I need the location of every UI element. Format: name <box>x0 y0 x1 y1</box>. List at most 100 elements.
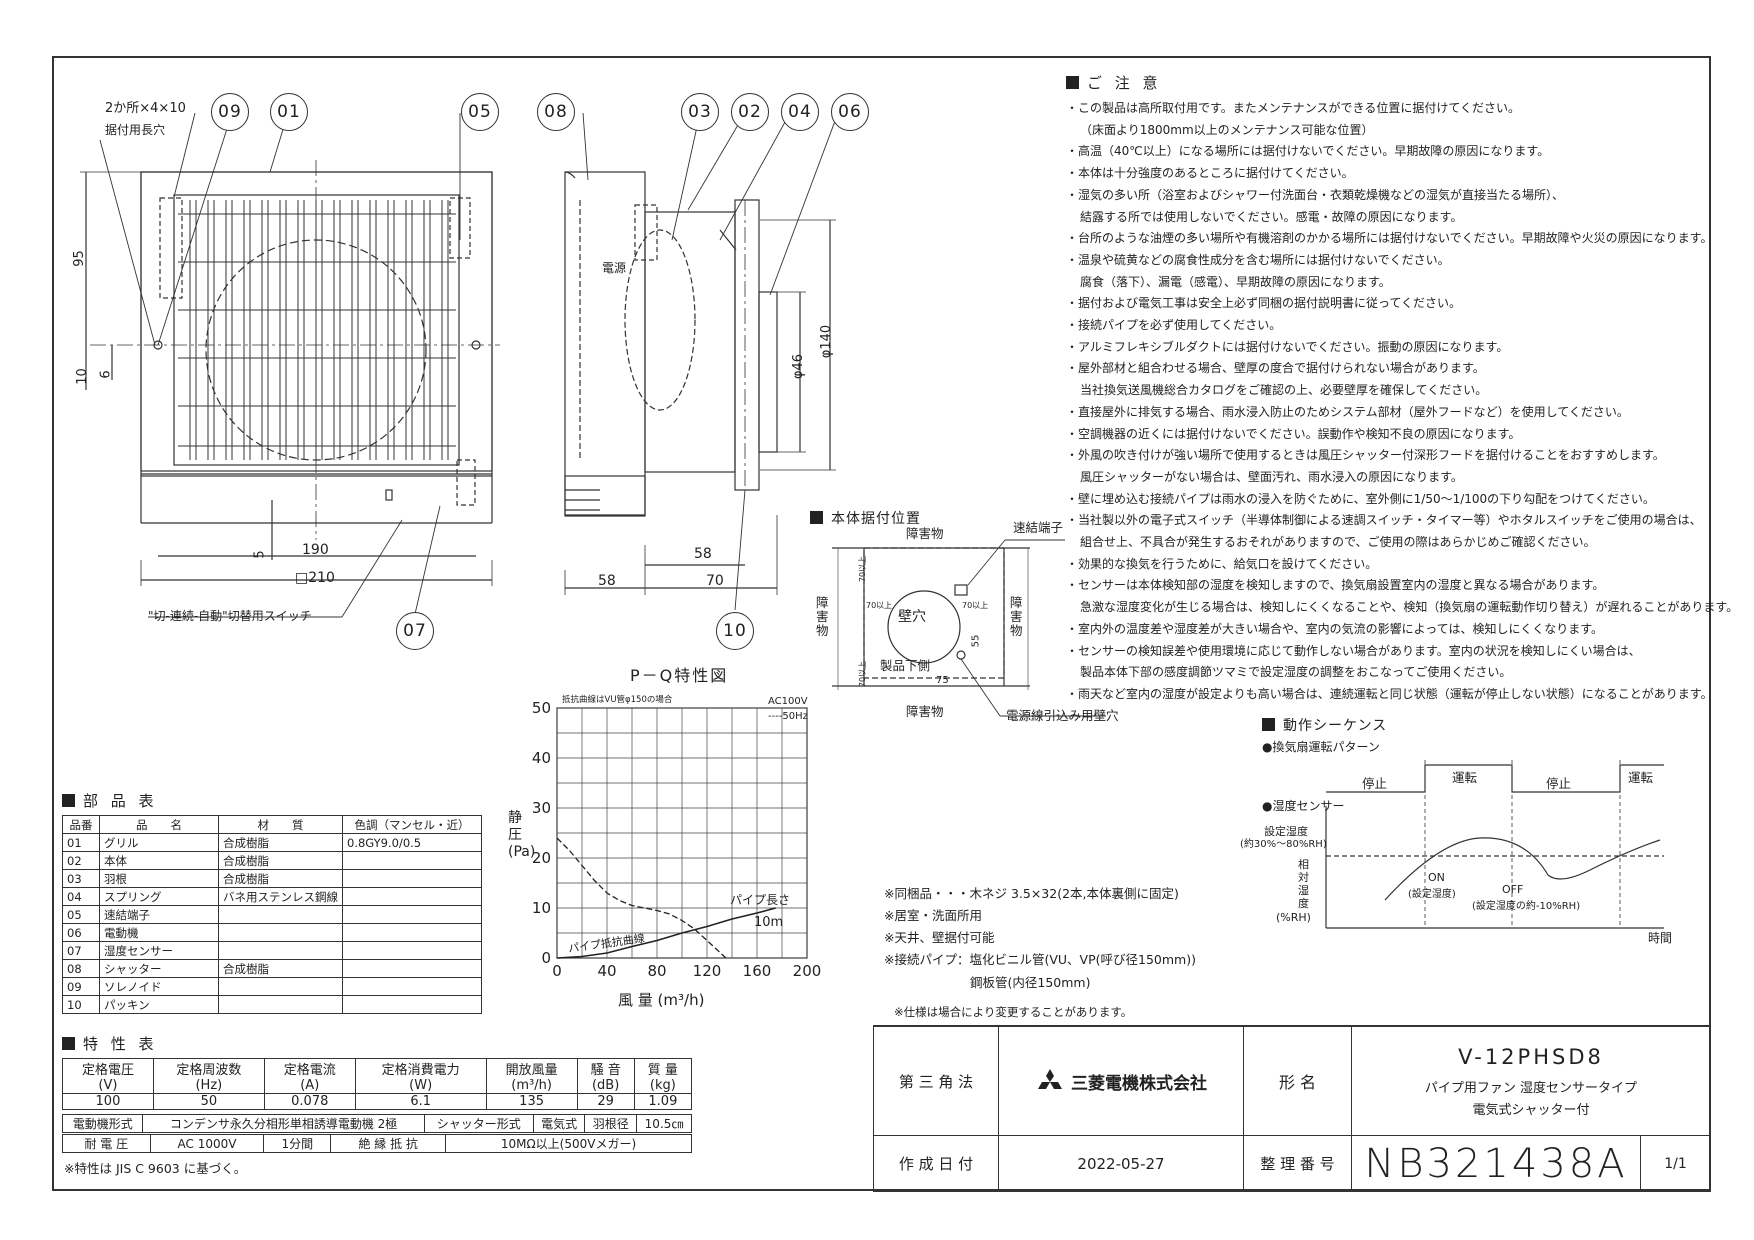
misc-note-2: ※居室・洗面所用 <box>884 908 982 923</box>
parts-header: 色調（マンセル・近） <box>342 815 482 834</box>
title-block: 第 三 角 法 三菱電機株式会社 形 名 V-12PHSD8 パイプ用ファン 湿… <box>873 1025 1711 1192</box>
dim-95: 95 <box>71 250 87 267</box>
dim-phi46: φ46 <box>791 353 807 380</box>
dim-10: 10 <box>74 368 90 385</box>
sequence-on: ON <box>1428 871 1445 884</box>
pq-ac: AC100V <box>768 696 808 707</box>
install-diagram <box>832 539 1106 717</box>
callout-10: 10 <box>716 612 754 650</box>
specs-table: 定格電圧(V) 定格周波数(Hz) 定格電流(A) 定格消費電力(W) 開放風量… <box>62 1058 693 1110</box>
install-obstacle-left: 障害物 <box>816 595 829 638</box>
parts-header: 品番 <box>62 815 100 834</box>
note-line: ・壁に埋め込む接続パイプは雨水の浸入を防ぐために、室外側に1/50～1/100の… <box>1066 491 1655 506</box>
parts-cell <box>342 941 482 960</box>
note-line: ・室内外の温度差や湿度差が大きい場合や、室内の気流の影響によっては、検知しにくく… <box>1066 621 1604 636</box>
note-line: ・本体は十分強度のあるところに据付けてください。 <box>1066 166 1354 181</box>
note-line: 急激な湿度変化が生じる場合は、検知しにくくなることや、検知（換気扇の運転動作切り… <box>1080 600 1739 615</box>
dim-70: 70 <box>706 573 724 589</box>
spec-noise: 29 <box>576 1093 635 1110</box>
parts-cell: 本体 <box>99 851 219 870</box>
slot-note-2: 据付用長穴 <box>105 123 166 137</box>
note-line: ・センサーの検知誤差や使用環境に応じて動作しない場合があります。室内の状況を検知… <box>1066 643 1641 658</box>
misc-note-3: ※天井、壁据付可能 <box>884 930 995 945</box>
switch-note: "切-連続-自動"切替用スイッチ <box>148 609 312 623</box>
pq-title: P－Q特性図 <box>630 666 729 685</box>
specs-title: 特 性 表 <box>62 1033 158 1054</box>
tb-number: NB321438A <box>1351 1135 1641 1192</box>
spec-insulation-label: 絶 縁 抵 抗 <box>330 1134 447 1153</box>
pq-xtick: 200 <box>793 962 822 980</box>
pq-ytick: 50 <box>532 699 551 717</box>
parts-cell: 07 <box>62 941 100 960</box>
spec-h-current: 定格電流(A) <box>263 1058 356 1094</box>
sequence-on-sub: (設定湿度) <box>1408 889 1456 900</box>
dim-58-top: 58 <box>694 546 712 562</box>
note-line: ・センサーは本体検知部の湿度を検知しますので、換気扇設置室内の湿度と異なる場合が… <box>1066 578 1605 593</box>
side-view <box>564 112 839 611</box>
tb-sheet: 1/1 <box>1640 1135 1711 1192</box>
mitsubishi-logo-icon <box>1038 1069 1062 1089</box>
parts-cell: 02 <box>62 851 100 870</box>
parts-cell <box>218 905 343 924</box>
parts-cell: 合成樹脂 <box>218 869 343 888</box>
pq-series-50hz <box>556 837 727 959</box>
pq-series-resistance <box>556 907 776 959</box>
parts-cell <box>342 923 482 942</box>
note-line: ・直接屋外に排気する場合、雨水浸入防止のためシステム部材（屋外フードなど）を使用… <box>1066 404 1629 419</box>
note-line: ・温泉や硫黄などの腐食性成分を含む場所には据付けないでください。 <box>1066 252 1450 267</box>
misc-note-4: ※接続パイプ：塩化ビニル管(VU、VP(呼び径150mm)) <box>884 952 1196 967</box>
parts-cell <box>342 869 482 888</box>
spec-h-airflow: 開放風量(m³/h) <box>485 1058 578 1094</box>
install-obstacle-top: 障害物 <box>906 526 944 541</box>
misc-note-6: ※仕様は場合により変更することがあります。 <box>894 1005 1133 1019</box>
spec-voltage: 100 <box>62 1093 154 1110</box>
specs-table-3: 耐 電 圧 AC 1000V 1分間 絶 縁 抵 抗 10MΩ以上(500Vメガ… <box>62 1134 692 1153</box>
sequence-unit: (%RH) <box>1276 911 1311 924</box>
pq-ytick: 0 <box>541 949 551 967</box>
sequence-time: 時間 <box>1648 931 1673 945</box>
parts-cell: 合成樹脂 <box>218 959 343 978</box>
note-line: ・台所のような油煙の多い場所や有機溶剤のかかる場所には据付けないでください。早期… <box>1066 231 1713 246</box>
parts-cell: 速結端子 <box>99 905 219 924</box>
note-line: 当社換気送風機総合カタログをご確認の上、必要壁厚を確保してください。 <box>1080 383 1488 398</box>
parts-cell: 合成樹脂 <box>218 833 343 852</box>
tb-number-label: 整 理 番 号 <box>1243 1135 1352 1192</box>
note-line: ・雨天など室内の湿度が設定よりも高い場合は、連続運転と同じ状態（運転が停止しない… <box>1066 686 1713 701</box>
note-line: ・据付および電気工事は安全上必ず同梱の据付説明書に従ってください。 <box>1066 296 1462 311</box>
parts-cell: 05 <box>62 905 100 924</box>
tb-model-label: 形 名 <box>1243 1026 1352 1136</box>
pq-xtick: 160 <box>743 962 772 980</box>
parts-header: 材 質 <box>218 815 343 834</box>
front-view <box>80 112 500 618</box>
tb-desc1: パイプ用ファン 湿度センサータイプ <box>1424 1080 1638 1096</box>
pq-xtick: 40 <box>597 962 616 980</box>
tb-projection: 第 三 角 法 <box>873 1026 999 1136</box>
parts-cell: 羽根 <box>99 869 219 888</box>
pq-pipe-m: 10m <box>754 915 784 930</box>
tb-desc2: 電気式シャッター付 <box>1472 1102 1590 1118</box>
sequence-run2: 運転 <box>1628 770 1654 785</box>
pq-xtick: 120 <box>693 962 722 980</box>
install-cable-hole: 電源線引込み用壁穴 <box>1006 708 1119 723</box>
spec-withstand: AC 1000V <box>149 1134 265 1153</box>
install-d55: 55 <box>970 634 982 648</box>
parts-cell: 0.8GY9.0/0.5 <box>342 833 482 852</box>
spec-airflow: 135 <box>485 1093 578 1110</box>
spec-withstand-label: 耐 電 圧 <box>62 1134 151 1153</box>
note-line: ・屋外部材と組合わせる場合、壁厚の度合で据付けられない場合があります。 <box>1066 361 1485 376</box>
install-wall-hole: 壁穴 <box>898 609 926 625</box>
parts-header: 品 名 <box>99 815 219 834</box>
callout-04: 04 <box>781 93 819 131</box>
sequence-set-range: (約30%～80%RH) <box>1240 839 1327 850</box>
spec-mass: 1.09 <box>633 1093 693 1110</box>
notes-title: ご 注 意 <box>1066 72 1162 93</box>
callout-09: 09 <box>211 93 249 131</box>
dim-190: 190 <box>302 542 329 558</box>
